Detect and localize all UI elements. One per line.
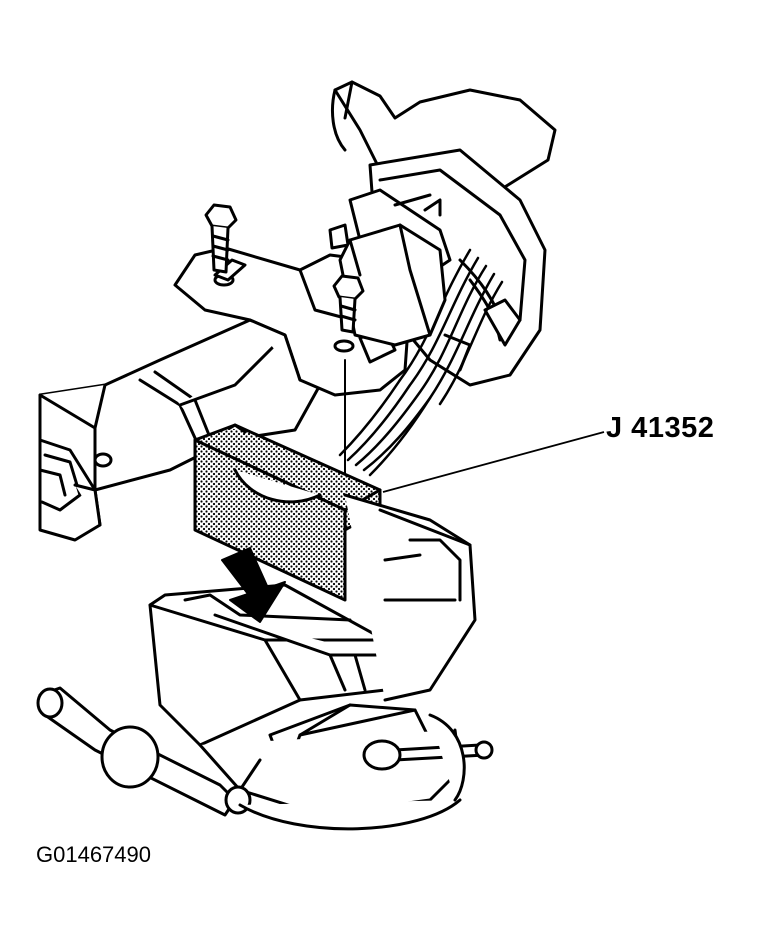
bolt-left [204,203,238,274]
figure-id: G01467490 [36,842,151,867]
wiring-harness [338,248,504,477]
column-cylinder [338,223,447,347]
gear-end [38,438,102,542]
vise-base [238,713,466,831]
bolt-right [332,274,365,334]
tool-callout-label: J 41352 [606,412,715,444]
vise-handle [36,686,494,817]
steering-shaft [38,318,322,492]
callout-leader-line [382,431,605,493]
down-arrow-icon [221,547,286,623]
